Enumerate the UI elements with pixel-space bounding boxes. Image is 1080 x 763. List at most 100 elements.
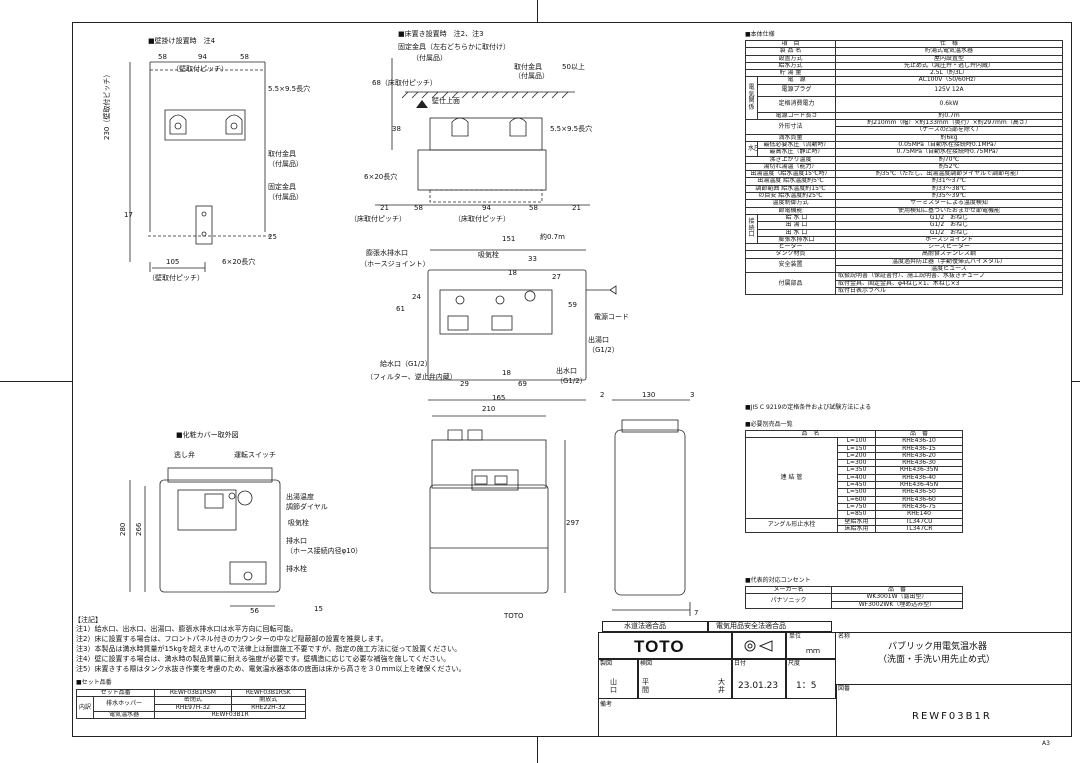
dim-label: 105 [166, 258, 180, 266]
callout-label: 出湯口 [588, 336, 609, 344]
remarks-label: 備考 [600, 701, 613, 708]
spec-value: （ケースの凸部を除く） [835, 126, 1063, 135]
dim-label: 59 [568, 301, 577, 309]
spec-value: 125V 12A [835, 83, 1063, 97]
callout-label: （付属品） [268, 193, 303, 201]
outlet-header: メーカー名 [745, 585, 832, 595]
dim-label: （壁取付ピッチ） [172, 65, 228, 73]
parts-cell: L=450 [836, 481, 877, 490]
callout-label: TOTO [504, 612, 524, 620]
callout-label: 取付金具 [268, 150, 296, 158]
parts-cell: 床給水用 [836, 524, 877, 534]
dim-label: 18 [502, 369, 511, 377]
outlet-cell: WF3002WK（埋め込み型） [831, 600, 963, 609]
spec-key: 給 水 口 [756, 213, 837, 223]
spec-key: 沸き上がり温度 [744, 155, 837, 164]
outlet-maker: パナソニック [745, 593, 832, 609]
dim-label: （壁取付ピッチ） [148, 274, 204, 282]
spec-key: 付属部品 [744, 272, 837, 296]
dim-label: 58 [414, 204, 423, 212]
callout-label: （付属品） [412, 54, 447, 62]
callout-label: 固定金具（左右どちらかに取付け） [398, 43, 510, 51]
spec-value: 約6kg [835, 133, 1063, 142]
parts-cell: RHE436-10 [875, 437, 963, 446]
date-cell [732, 659, 786, 699]
dim-label: 68（床取付ピッチ） [372, 79, 437, 87]
dim-label: 38 [392, 125, 401, 133]
spec-key: 節電機能 [744, 206, 837, 215]
spec-value: 約35～39℃ [835, 192, 1063, 201]
callout-label: （ホースジョイント） [360, 260, 430, 268]
product-subname: （洗面・手洗い用先止め式） [878, 655, 996, 665]
parts-header: 品 番 [875, 429, 963, 439]
parts-cell: RHE436-40 [875, 473, 963, 483]
callout-label: 逃し弁 [174, 451, 195, 459]
spec-key: 温度制御方式 [744, 199, 837, 208]
spec-key: 給水方式 [744, 61, 837, 71]
approved-name: 大 井 [718, 678, 732, 695]
check-label: 検図 [640, 660, 653, 667]
date-label: 日付 [734, 660, 747, 667]
check-name: 平 間 [642, 678, 656, 695]
spec-key: 電源プラグ [756, 83, 837, 97]
dim-label: （床取付ピッチ） [350, 215, 406, 223]
dim-label: 56 [250, 607, 259, 615]
callout-label: 6×20長穴 [222, 258, 256, 266]
set-cell: 密閉式 [154, 696, 232, 705]
callout-label: （ホース接続内径φ10） [286, 547, 363, 555]
dim-label: 2 [600, 391, 605, 399]
cover-removal-title: ■化粧カバー取外図 [176, 431, 239, 439]
dim-label: 約0.7m [540, 233, 565, 241]
set-cell: 電気温水器 [93, 710, 156, 720]
wall-mount-title: ■壁掛け設置時 注4 [148, 37, 216, 45]
drawing-frame [72, 22, 1072, 737]
figure-number: REWF03B1R [912, 711, 992, 722]
parts-cell: RHE140 [875, 510, 963, 519]
parts-cell: RHE436-35N [875, 466, 963, 475]
dim-label: 58 [529, 204, 538, 212]
parts-cell: L=500 [836, 488, 877, 497]
spec-value: G1/2 おねじ [835, 228, 1063, 237]
spec-key: 満水質量 [744, 133, 837, 142]
spec-side-label: 接続口 [745, 213, 758, 245]
set-row-label: 内訳 [75, 696, 95, 720]
spec-value: 温度ヒューズ [835, 264, 1063, 274]
parts-cell: L=600 [836, 495, 877, 504]
spec-value: 約31～37℃ [835, 177, 1063, 186]
dim-label: 61 [396, 305, 405, 313]
dim-label: 18 [508, 269, 517, 277]
set-cell: RHE22H-32 [230, 703, 307, 712]
spec-value: 約0.7m [835, 111, 1063, 121]
dim-label: （床取付ピッチ） [454, 215, 510, 223]
spec-header: 仕 様 [835, 39, 1063, 49]
notes-title: 【注記】 [74, 616, 102, 624]
dim-label: 165 [492, 394, 506, 402]
callout-label: 5.5×9.5長穴 [268, 85, 311, 93]
unit-value: ｍｍ [806, 647, 820, 655]
dim-label: 25 [268, 233, 277, 241]
spec-key: 電 源 [756, 76, 837, 85]
dim-label: 297 [566, 519, 580, 527]
spec-key: 製 品 名 [744, 47, 837, 56]
dim-label: 58 [240, 53, 249, 61]
spec-value: 先止め式（減圧弁・逃し弁内蔵） [835, 61, 1063, 71]
dim-label: 94 [482, 204, 491, 212]
spec-value: ホースジョイント [835, 235, 1063, 245]
note-item: 注1）給水口、出水口、出湯口、膨張水排水口は水平方向に回転可能。 [76, 625, 298, 633]
parts-cell: L=850 [836, 510, 877, 519]
spec-value: G1/2 おねじ [835, 221, 1063, 230]
parts-valve-label: アングル形止水栓 [745, 517, 838, 534]
dim-label: 29 [460, 380, 469, 388]
spec-key: 出 湯 口 [756, 221, 837, 230]
parts-cell: L=400 [836, 473, 877, 483]
parts-cell: RHE436-30 [875, 459, 963, 468]
outlet-header: 品 番 [831, 585, 963, 595]
standard-electric: 電気用品安全法適合品 [716, 622, 786, 630]
spec-value: 約35℃（ただし、出湯温度調節ダイヤルで調節可能） [835, 170, 1063, 179]
callout-label: 給水口（G1/2） [380, 360, 432, 368]
callout-label: 5.5×9.5長穴 [550, 125, 593, 133]
drawn-name: 山 口 [610, 678, 624, 695]
callout-label: 吸気栓 [288, 519, 309, 527]
